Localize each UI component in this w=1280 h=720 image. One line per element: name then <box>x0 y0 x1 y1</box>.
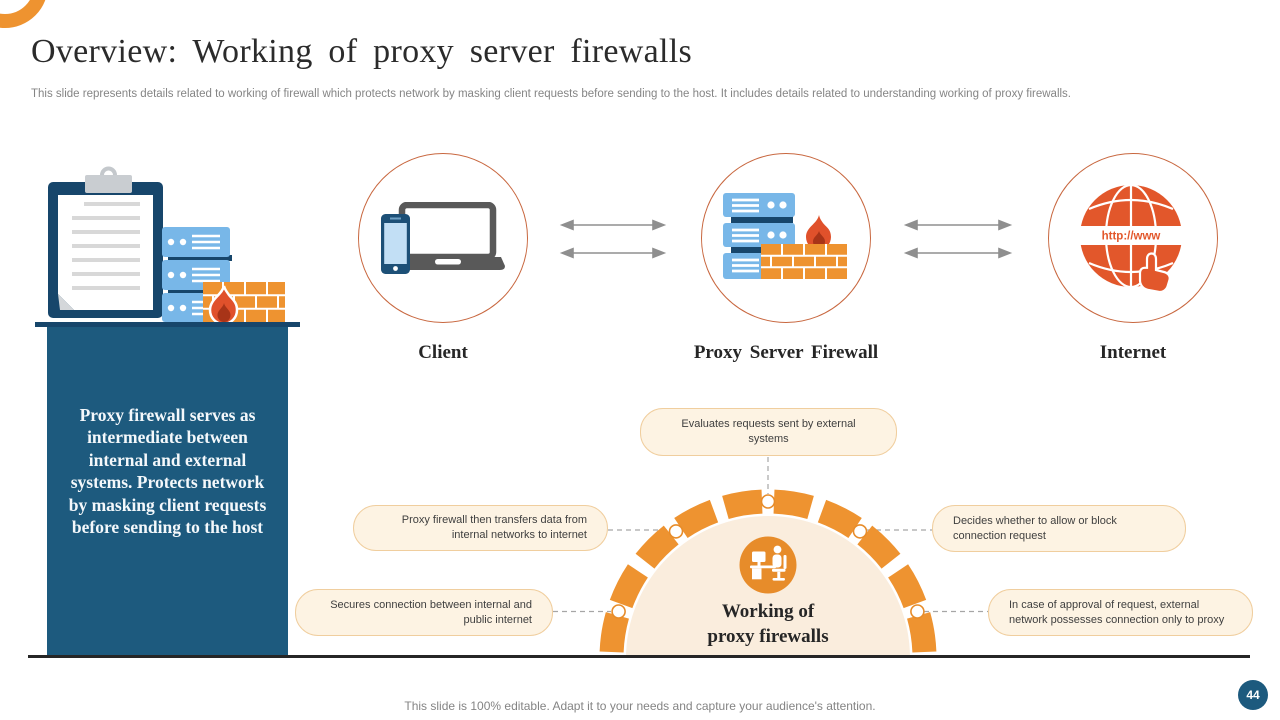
internet-label: Internet <box>1099 342 1167 363</box>
dashed-connector <box>553 457 988 613</box>
diagram-layer <box>553 219 1013 656</box>
hub-title-line2: proxy firewalls <box>707 626 829 647</box>
globe-www-pointer-icon: http://www <box>1073 183 1191 293</box>
pointer-hand-icon <box>1138 252 1171 293</box>
callout-text: In case of approval of request, external… <box>1009 598 1225 626</box>
double-headed-arrow-icon <box>559 219 667 259</box>
summary-text: Proxy firewall serves as intermediate be… <box>68 404 267 538</box>
servers-brickwall-flame-icon <box>722 192 847 279</box>
double-headed-arrow-icon <box>903 219 1013 259</box>
callout-text: Decides whether to allow or block connec… <box>953 514 1117 542</box>
client-node <box>358 153 528 323</box>
proxy-firewall-node <box>701 153 871 323</box>
slide-subtitle: This slide represents details related to… <box>31 88 1071 100</box>
page-number-badge: 44 <box>1238 680 1268 710</box>
callout-text: Proxy firewall then transfers data from … <box>401 514 587 541</box>
client-label: Client <box>418 342 468 363</box>
laptop-and-phone-icon <box>381 202 505 274</box>
footer-note: This slide is 100% editable. Adapt it to… <box>404 699 876 713</box>
callout-evaluates-requests: Evaluates requests sent by external syst… <box>640 408 897 456</box>
callout-text: Evaluates requests sent by external syst… <box>681 418 856 445</box>
internet-node: http://www <box>1048 153 1218 323</box>
clipboard-servers-firewall-illustration <box>35 166 300 327</box>
person-at-desk-icon <box>739 536 797 594</box>
proxy-label: Proxy Server Firewall <box>693 342 879 363</box>
callout-text: Secures connection between internal and … <box>330 598 532 626</box>
divider-line <box>28 655 1250 658</box>
callout-secures-connection: Secures connection between internal and … <box>295 589 553 636</box>
callout-approval-connection: In case of approval of request, external… <box>988 589 1253 636</box>
hub-title-line1: Working of <box>721 601 815 622</box>
globe-url-text: http://www <box>1102 231 1161 243</box>
callout-allow-or-block: Decides whether to allow or block connec… <box>932 505 1186 552</box>
page-title: Overview: Working of proxy server firewa… <box>31 33 693 70</box>
hub-title: Working of proxy firewalls <box>643 599 893 649</box>
summary-panel: Proxy firewall serves as intermediate be… <box>47 327 288 655</box>
callout-transfers-data: Proxy firewall then transfers data from … <box>353 505 608 551</box>
ring-node <box>611 494 925 619</box>
